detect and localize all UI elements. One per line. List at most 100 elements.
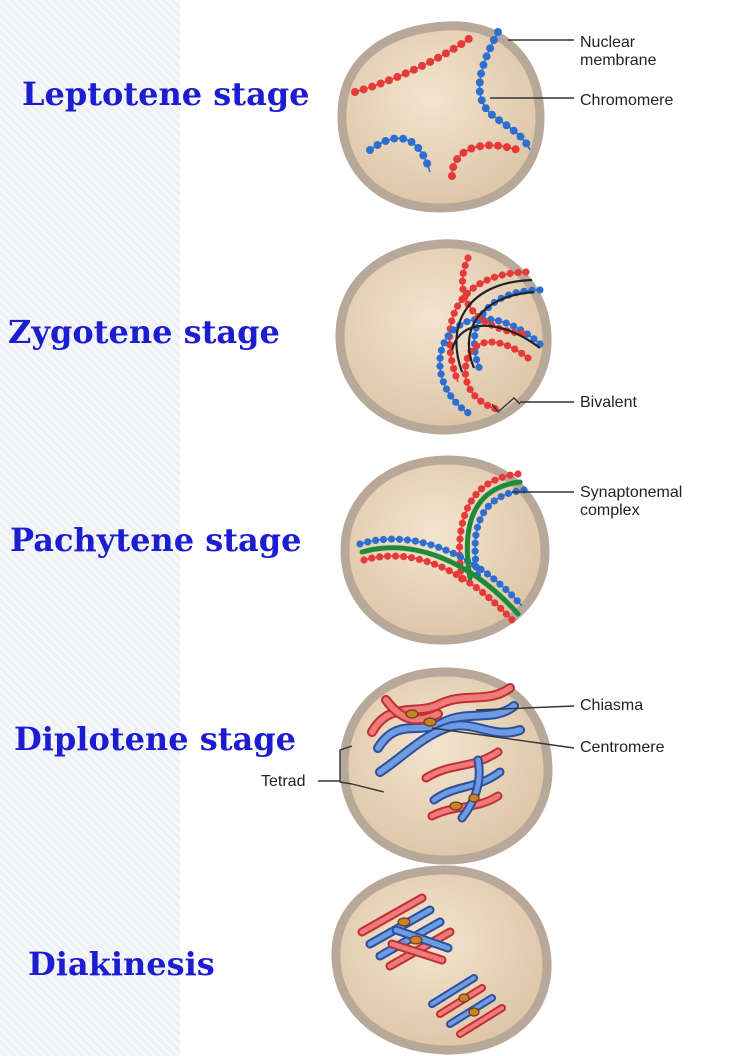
chromomere-bead xyxy=(423,160,431,168)
chromomere-bead xyxy=(384,553,391,560)
chromomere-bead xyxy=(472,532,479,539)
chromomere-bead xyxy=(514,470,521,477)
chromomere-bead xyxy=(438,564,445,571)
chromomere-bead xyxy=(392,553,399,560)
chromomere-bead xyxy=(508,591,515,598)
chromomere-bead xyxy=(442,49,450,57)
chromomere-bead xyxy=(503,610,510,617)
chromomere-bead xyxy=(457,553,464,560)
chromomere-bead xyxy=(463,318,470,325)
chromomere-bead xyxy=(472,491,479,498)
chromomere-bead xyxy=(456,543,463,550)
chromomere-bead xyxy=(536,286,543,293)
chromomere-bead xyxy=(457,40,465,48)
chromomere-bead xyxy=(461,512,468,519)
chromomere-bead xyxy=(438,371,445,378)
chromomere-bead xyxy=(437,355,444,362)
chromomere-bead xyxy=(461,293,468,300)
chromomere-bead xyxy=(480,61,488,69)
chromomere-bead xyxy=(458,404,465,411)
chromomere-bead xyxy=(408,554,415,561)
chromomere-bead xyxy=(495,317,502,324)
chromomere-bead xyxy=(478,485,485,492)
chromomere-bead xyxy=(476,79,484,87)
chromomere-bead xyxy=(385,76,393,84)
chromomere-bead xyxy=(390,135,398,143)
chromomere-bead xyxy=(380,536,387,543)
chromomere-bead xyxy=(484,570,491,577)
chromomere-bead xyxy=(481,339,488,346)
chromomere-bead xyxy=(495,116,503,124)
chromomere-bead xyxy=(496,581,503,588)
chromomere-bead xyxy=(491,477,498,484)
chromomere-bead xyxy=(465,35,473,43)
chromomere-bead xyxy=(408,138,416,146)
chromomere-bead xyxy=(494,28,502,36)
chromomere-bead xyxy=(498,493,505,500)
chromomere-bead xyxy=(448,172,456,180)
chromomere-bead xyxy=(372,537,379,544)
chromomere-bead xyxy=(472,548,479,555)
chromomere-bead xyxy=(496,340,503,347)
chromomere-bead xyxy=(419,151,427,159)
chromomere-bead xyxy=(490,575,497,582)
chromomere-bead xyxy=(476,88,484,96)
chromomere-bead xyxy=(477,398,484,405)
chromomere-bead xyxy=(447,392,454,399)
chromomere-bead xyxy=(470,285,477,292)
chromomere-bead xyxy=(471,392,478,399)
chromomere-bead xyxy=(473,356,480,363)
chromomere-bead xyxy=(472,540,479,547)
chromomere-bead xyxy=(412,538,419,545)
chromomere-bead xyxy=(483,52,491,60)
chromomere-bead xyxy=(460,149,468,157)
chromomere-bead xyxy=(420,539,427,546)
chromomere-bead xyxy=(453,155,461,163)
chromomere-bead xyxy=(404,536,411,543)
chromomere-bead xyxy=(480,509,487,516)
chromomere-bead xyxy=(505,490,512,497)
chromomere-bead xyxy=(484,480,491,487)
chromomere-bead xyxy=(434,54,442,62)
chromomere-bead xyxy=(452,399,459,406)
chromomere-bead xyxy=(467,386,474,393)
chromomere-bead xyxy=(484,277,491,284)
chromomere-bead xyxy=(497,605,504,612)
chromomere-bead xyxy=(507,472,514,479)
chromomere-bead xyxy=(511,346,518,353)
chromomere-bead xyxy=(474,524,481,531)
chromomere-bead xyxy=(464,254,471,261)
chromomere-bead xyxy=(473,584,480,591)
chromomere-bead xyxy=(464,505,471,512)
chromomere-bead xyxy=(416,556,423,563)
chromomere-bead xyxy=(400,553,407,560)
chromomere-bead xyxy=(476,142,484,150)
chromomere-bead xyxy=(479,589,486,596)
chromomere-bead xyxy=(426,58,434,66)
chromomere-bead xyxy=(503,121,511,129)
chromomere-bead xyxy=(442,547,449,554)
chromomere-bead xyxy=(450,550,457,557)
chromomere-bead xyxy=(448,317,455,324)
chromomere-bead xyxy=(374,141,382,149)
chromomere-bead xyxy=(524,354,531,361)
chromomere-bead xyxy=(473,342,480,349)
nucleus-leptotene xyxy=(342,26,540,208)
chromomere-bead xyxy=(377,80,385,88)
chromomere-bead xyxy=(478,96,486,104)
chromomere-bead xyxy=(471,561,478,568)
chromomere-bead xyxy=(510,127,518,135)
chromomere-bead xyxy=(448,357,455,364)
chromomere-bead xyxy=(456,535,463,542)
chromomere-bead xyxy=(410,66,418,74)
chromomere-bead xyxy=(517,133,525,141)
chromomere-bead xyxy=(469,307,476,314)
chromomere-bead xyxy=(467,145,475,153)
chromomere-bead xyxy=(499,271,506,278)
chromomere-bead xyxy=(368,555,375,562)
chromomere-bead xyxy=(462,262,469,269)
chromomere-bead xyxy=(484,402,491,409)
chromomere-bead xyxy=(491,497,498,504)
chromomere-bead xyxy=(451,310,458,317)
